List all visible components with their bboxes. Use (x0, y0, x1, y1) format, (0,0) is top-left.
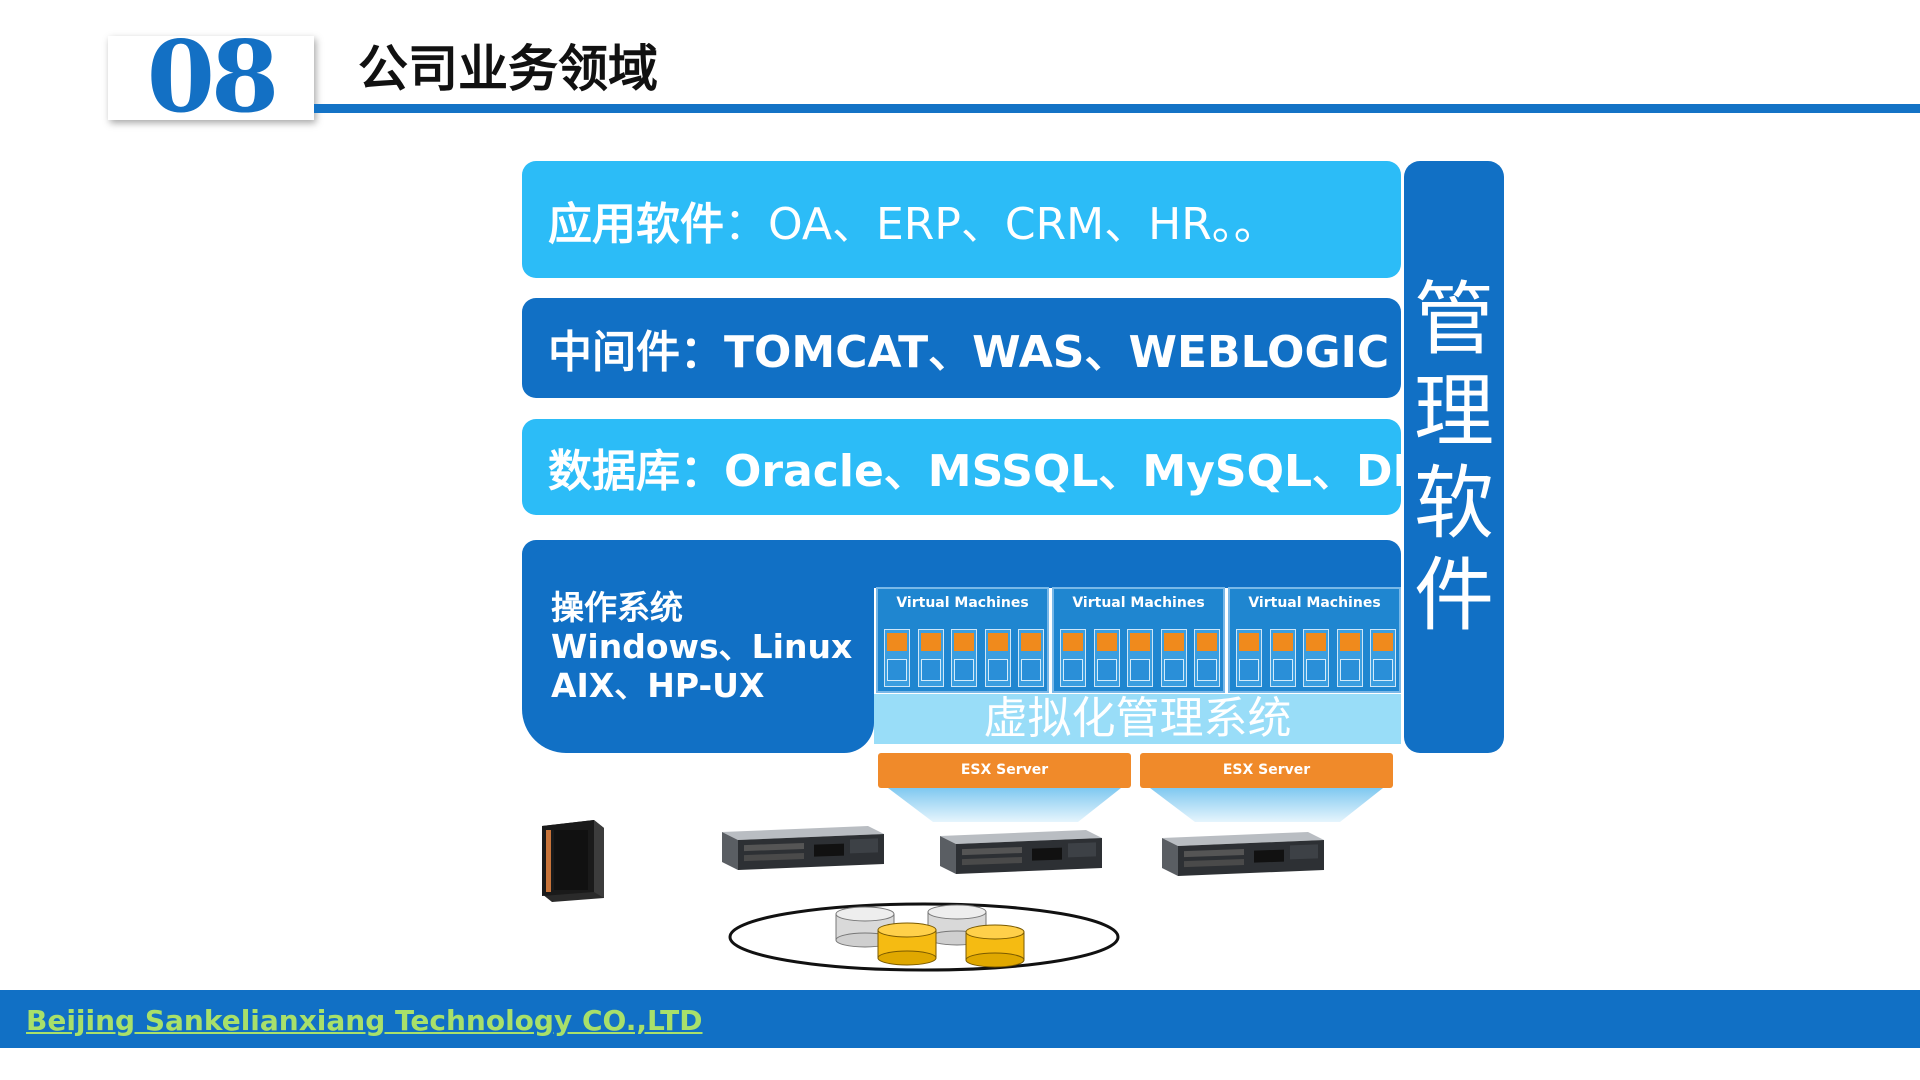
vm-icon (1018, 629, 1044, 687)
storage-pool-icon (728, 902, 1120, 972)
vm-icon (1127, 629, 1153, 687)
tower-server-icon (542, 820, 604, 902)
middleware-layer: 中间件：TOMCAT、WAS、WEBLOGIC (522, 298, 1401, 398)
vm-panel-title: Virtual Machines (1248, 595, 1381, 611)
vm-icon (1269, 629, 1296, 687)
management-char: 理 (1414, 365, 1494, 458)
management-software-column (1404, 161, 1504, 753)
management-char: 软 (1414, 457, 1494, 550)
vm-icon (951, 629, 977, 687)
header-divider (314, 104, 1920, 113)
database-layer: 数据库：Oracle、MSSQL、MySQL、DB2 (522, 419, 1457, 515)
vm-icon (917, 629, 944, 687)
section-number-box (108, 36, 314, 120)
esx-beam (1150, 788, 1383, 822)
os-list-2: AIX、HP-UX (551, 666, 765, 705)
rack-server-icon (940, 830, 1102, 874)
section-number: 08 (146, 20, 279, 135)
company-link[interactable]: Beijing Sankelianxiang Technology CO.,LT… (26, 1004, 703, 1037)
vm-panel-title: Virtual Machines (896, 595, 1029, 611)
vm-icon (1370, 629, 1396, 687)
os-layer-text: 操作系统 Windows、Linux AIX、HP-UX (551, 588, 852, 705)
footer-bar (0, 990, 1920, 1048)
vm-panel-title: Virtual Machines (1072, 595, 1205, 611)
esx-server-bar: ESX Server (1140, 753, 1393, 788)
vm-icon (1093, 629, 1120, 687)
virtualization-layer: 虚拟化管理系统 (874, 694, 1401, 744)
os-list-1: Windows、Linux (551, 627, 853, 666)
vm-panel: Virtual Machines (876, 587, 1049, 693)
vm-panel: Virtual Machines (1052, 587, 1225, 693)
vm-icon (1060, 629, 1086, 687)
application-layer-value: ：OA、ERP、CRM、HR。。 (724, 198, 1278, 250)
application-layer-label: 应用软件 (548, 198, 724, 250)
esx-server-bar: ESX Server (878, 753, 1131, 788)
middleware-layer-text: 中间件：TOMCAT、WAS、WEBLOGIC (548, 327, 1390, 378)
vm-panel: Virtual Machines (1228, 587, 1401, 693)
vm-icon (984, 629, 1011, 687)
vm-icon (1194, 629, 1220, 687)
vm-icon (1336, 629, 1363, 687)
vm-icon (884, 629, 910, 687)
management-char: 件 (1414, 549, 1494, 642)
management-char: 管 (1414, 273, 1494, 366)
vm-icon (1160, 629, 1187, 687)
database-layer-text: 数据库：Oracle、MSSQL、MySQL、DB2 (548, 446, 1457, 497)
rack-server-icon (1162, 832, 1324, 876)
rack-server-icon (722, 826, 884, 870)
page-title: 公司业务领域 (358, 40, 658, 98)
os-title: 操作系统 (551, 588, 683, 627)
esx-beam (888, 788, 1121, 822)
os-layer (522, 540, 874, 753)
vm-icon (1236, 629, 1262, 687)
vm-icon (1303, 629, 1329, 687)
application-layer: 应用软件：OA、ERP、CRM、HR。。 (522, 161, 1401, 278)
